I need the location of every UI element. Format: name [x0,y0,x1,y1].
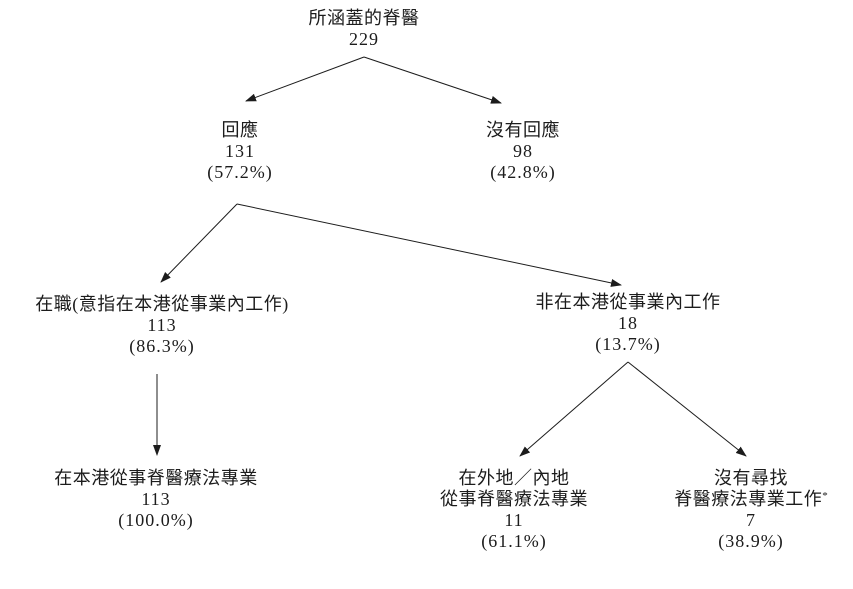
node-not-seeking-work-count: 7 [746,510,756,530]
node-practising-abroad-count: 11 [504,510,524,530]
node-not-seeking-work: 沒有尋找 脊醫療法專業工作* 7 (38.9%) [674,468,828,552]
node-not-working-in-hk-label: 非在本港從事業內工作 [535,292,721,312]
arrow-not-working-to-not-seeking [627,361,747,457]
node-practising-in-hk-label: 在本港從事脊醫療法專業 [54,468,258,488]
node-working-in-hk-label: 在職(意指在本港從事業內工作) [35,294,289,314]
node-covered-chiropractors-label: 所涵蓋的脊醫 [308,8,420,28]
node-covered-chiropractors: 所涵蓋的脊醫 229 [309,8,420,50]
arrow-responded-to-not-working [236,203,622,287]
arrow-not-working-to-practising-abroad [519,361,629,457]
node-not-working-in-hk-count: 18 [618,313,638,333]
node-practising-in-hk: 在本港從事脊醫療法專業 113 (100.0%) [54,468,258,531]
node-responded-label: 回應 [221,120,259,140]
node-responded: 回應 131 (57.2%) [207,120,272,183]
node-not-working-in-hk-percent: (13.7%) [595,334,661,354]
node-practising-in-hk-percent: (100.0%) [118,510,194,530]
node-not-seeking-work-label-line1: 沒有尋找 [714,468,788,488]
node-practising-in-hk-count: 113 [141,489,171,509]
node-responded-percent: (57.2%) [207,162,273,182]
node-no-response-count: 98 [513,141,533,161]
node-no-response-percent: (42.8%) [490,162,556,182]
node-practising-abroad-percent: (61.1%) [481,531,547,551]
node-not-working-in-hk: 非在本港從事業內工作 18 (13.7%) [536,292,721,355]
node-working-in-hk: 在職(意指在本港從事業內工作) 113 (86.3%) [35,294,289,357]
node-no-response: 沒有回應 98 (42.8%) [486,120,560,183]
node-responded-count: 131 [224,141,255,161]
node-working-in-hk-count: 113 [147,315,177,335]
node-no-response-label: 沒有回應 [486,120,560,140]
node-not-seeking-work-label-line2: 脊醫療法專業工作* [674,489,828,510]
node-working-in-hk-percent: (86.3%) [129,336,195,356]
arrow-responded-to-working [160,203,238,283]
node-covered-chiropractors-count: 229 [349,29,379,49]
node-not-seeking-work-percent: (38.9%) [718,531,784,551]
arrow-root-to-responded [245,56,365,102]
footnote-asterisk: * [822,490,828,502]
node-not-seeking-work-label-line2-text: 脊醫療法專業工作 [674,489,823,509]
arrow-root-to-no-response [363,56,502,104]
node-practising-abroad-label-line1: 在外地／內地 [458,468,570,488]
node-practising-abroad: 在外地／內地 從事脊醫療法專業 11 (61.1%) [440,468,588,552]
node-practising-abroad-label-line2: 從事脊醫療法專業 [440,489,588,509]
